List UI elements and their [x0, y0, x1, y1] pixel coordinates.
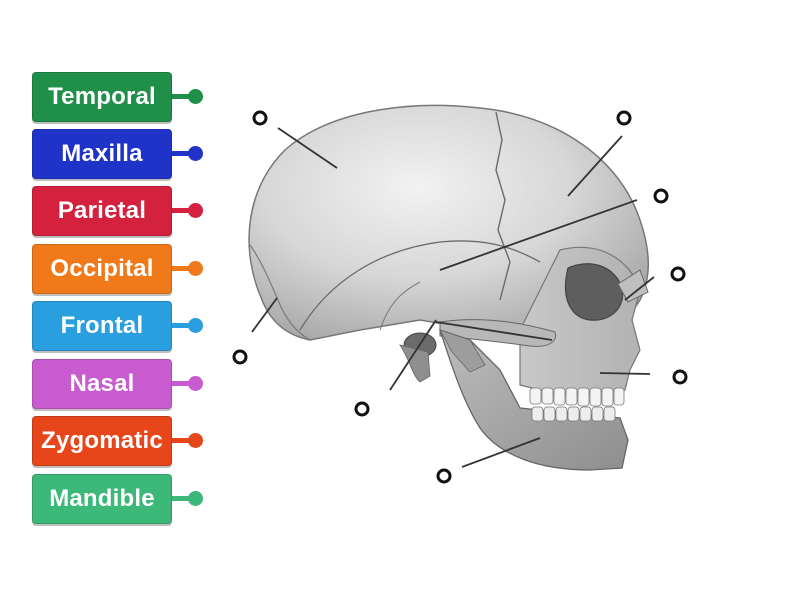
connector-line [172, 381, 192, 386]
label-box[interactable]: Mandible [32, 474, 172, 524]
label-tile-occipital[interactable]: Occipital [32, 244, 208, 296]
label-box[interactable]: Frontal [32, 301, 172, 351]
label-box[interactable]: Parietal [32, 186, 172, 236]
pointer-lines [251, 127, 655, 468]
pin-dot-icon[interactable] [188, 376, 203, 391]
drop-target-3[interactable] [653, 188, 669, 204]
connector-line [172, 94, 192, 99]
label-tile-nasal[interactable]: Nasal [32, 359, 208, 411]
drop-target-1[interactable] [252, 110, 268, 126]
label-tile-parietal[interactable]: Parietal [32, 186, 208, 238]
connector-line [172, 323, 192, 328]
pointer-line-maxilla [599, 372, 651, 375]
drop-target-5[interactable] [232, 349, 248, 365]
lower-teeth [531, 406, 616, 422]
pin-dot-icon[interactable] [188, 433, 203, 448]
pointer-line-nasal [624, 276, 655, 301]
label-tile-frontal[interactable]: Frontal [32, 301, 208, 353]
label-box[interactable]: Zygomatic [32, 416, 172, 466]
pointer-line-parietal [277, 127, 338, 169]
skull-illustration [248, 104, 649, 471]
label-box[interactable]: Temporal [32, 72, 172, 122]
label-tile-zygomatic[interactable]: Zygomatic [32, 416, 208, 468]
pin-dot-icon[interactable] [188, 261, 203, 276]
pin-dot-icon[interactable] [188, 491, 203, 506]
pin-dot-icon[interactable] [188, 89, 203, 104]
drop-target-8[interactable] [436, 468, 452, 484]
pointer-line-occipital [251, 297, 278, 333]
pointer-line-mandible [461, 437, 541, 468]
pin-dot-icon[interactable] [188, 146, 203, 161]
drop-target-7[interactable] [354, 401, 370, 417]
connector-line [172, 496, 192, 501]
pin-dot-icon[interactable] [188, 203, 203, 218]
pointer-line-zygomatic-b [435, 321, 553, 341]
label-tile-temporal[interactable]: Temporal [32, 72, 208, 124]
upper-teeth [529, 387, 625, 407]
pointer-line-temporal [439, 199, 638, 271]
connector-line [172, 266, 192, 271]
drop-target-2[interactable] [616, 110, 632, 126]
label-box[interactable]: Maxilla [32, 129, 172, 179]
drop-target-4[interactable] [670, 266, 686, 282]
connector-line [172, 151, 192, 156]
label-tile-maxilla[interactable]: Maxilla [32, 129, 208, 181]
pointer-line-frontal [567, 135, 623, 197]
label-tile-mandible[interactable]: Mandible [32, 474, 208, 526]
drop-target-6[interactable] [672, 369, 688, 385]
connector-line [172, 208, 192, 213]
drop-targets[interactable] [232, 110, 688, 484]
connector-line [172, 438, 192, 443]
pointer-line-zygomatic-a [389, 319, 437, 391]
label-box[interactable]: Occipital [32, 244, 172, 294]
label-box[interactable]: Nasal [32, 359, 172, 409]
pin-dot-icon[interactable] [188, 318, 203, 333]
